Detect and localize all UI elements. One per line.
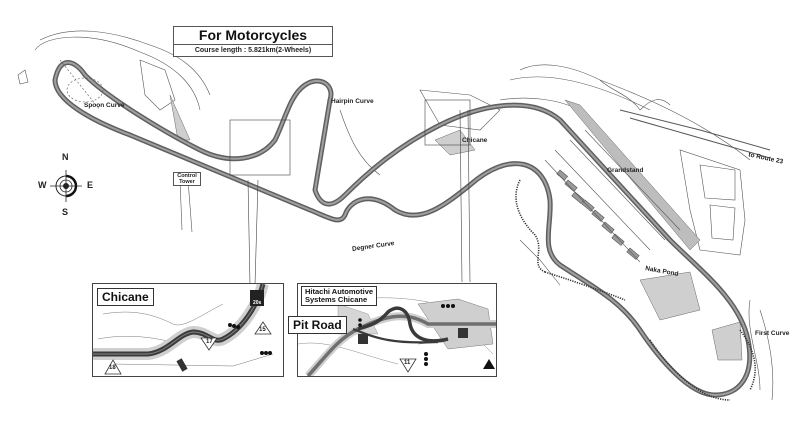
paddock-grid [544,129,681,263]
chicane-inset: Chicane 20s 15 17 18 [92,283,284,377]
hitachi-chicane-label: Hitachi Automotive Systems Chicane [301,286,378,306]
compass-north: N [62,152,69,162]
label-first-curve: First Curve [755,330,790,337]
chicane-marker-17: 17 [206,339,213,345]
inset-connectors [229,99,471,286]
compass-east: E [87,180,94,190]
label-spoon-curve: Spoon Curve [84,102,125,109]
chicane-marker-15: 15 [259,327,266,333]
hitachi-label-line2: Systems Chicane [305,295,368,304]
hitachi-label-line1: Hitachi Automotive [305,287,374,296]
compass-rose [50,170,82,202]
chicane-sign-20s: 20s [253,300,262,306]
hitachi-inset-map [298,297,496,376]
chicane-inset-label: Chicane [97,288,154,306]
compass-west: W [38,180,47,190]
label-chicane: Chicane [462,137,488,144]
grandstand-buildings [556,169,640,260]
hitachi-marker-11: 11 [404,360,411,366]
compass-south: S [62,207,69,217]
runoff-areas [169,94,743,361]
chicane-inset-map [93,284,274,375]
pit-road-label: Pit Road [288,316,347,334]
label-hairpin-curve: Hairpin Curve [331,98,374,105]
grandstand-curbs [515,179,756,401]
title-box: For Motorcycles Course length : 5.821km(… [173,26,333,57]
spoon-inner-lines [59,59,104,111]
surroundings [17,30,774,401]
race-track [52,60,753,398]
chicane-marker-18: 18 [109,365,116,371]
course-length: Course length : 5.821km(2-Wheels) [194,47,312,54]
label-grandstand: Grandstand [607,167,644,174]
page-title: For Motorcycles [174,27,332,45]
label-control-tower: Control Tower [173,172,201,186]
